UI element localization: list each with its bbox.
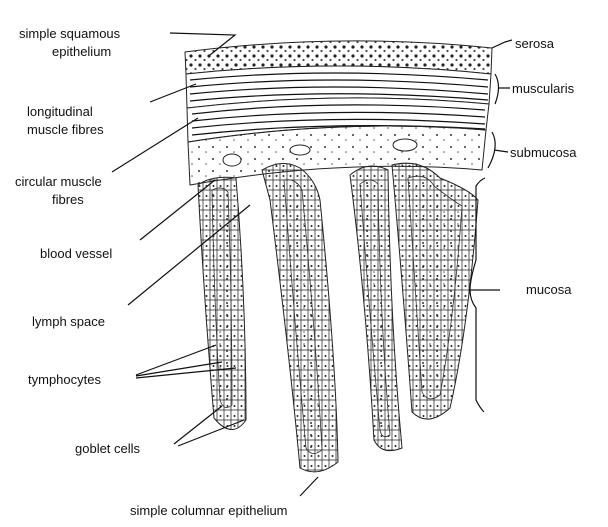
label-simple-squamous-2: epithelium (52, 44, 111, 59)
label-submucosa: submucosa (510, 145, 577, 160)
label-longitudinal-2: muscle fibres (27, 122, 104, 137)
label-mucosa: mucosa (526, 282, 572, 297)
tissue-section (185, 41, 492, 472)
label-serosa: serosa (515, 36, 555, 51)
label-goblet-cells: goblet cells (75, 441, 141, 456)
label-muscularis: muscularis (512, 81, 575, 96)
label-circular-2: fibres (52, 192, 84, 207)
label-circular: circular muscle (15, 174, 102, 189)
label-simple-columnar: simple columnar epithelium (130, 503, 288, 518)
label-simple-squamous: simple squamous (19, 26, 121, 41)
label-blood-vessel: blood vessel (40, 246, 112, 261)
label-lymph-space: lymph space (32, 314, 105, 329)
label-longitudinal: longitudinal (27, 104, 93, 119)
label-tymphocytes: tymphocytes (28, 372, 101, 387)
blood-vessel-shape (223, 154, 241, 166)
